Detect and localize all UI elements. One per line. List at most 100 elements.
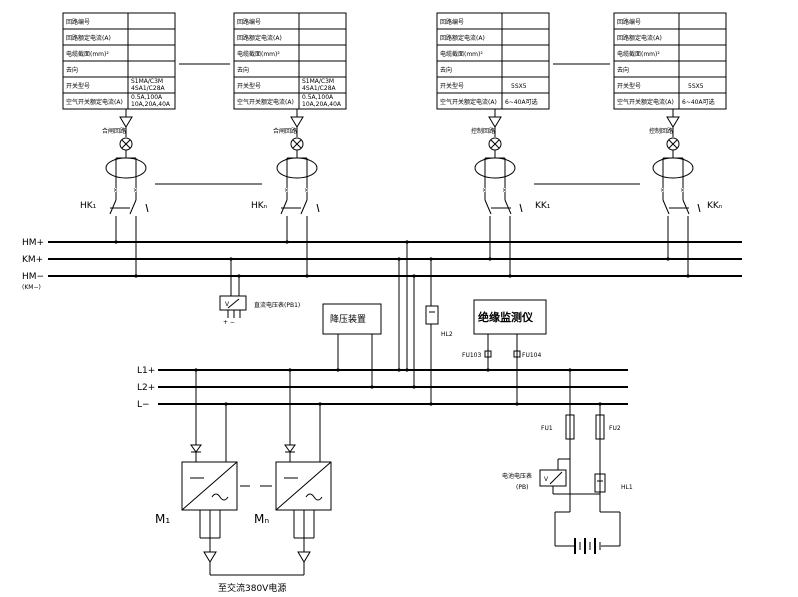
svg-text:V: V	[544, 476, 549, 483]
svg-text:×: ×	[502, 187, 507, 194]
feeder-name: 合闸回路	[273, 127, 297, 135]
feeder-2: × × 合闸回路 HKₙ	[251, 109, 320, 276]
table-label: 去向	[66, 66, 78, 74]
switch-label: HKₙ	[251, 201, 268, 211]
svg-text:×: ×	[482, 187, 487, 194]
diode-icon	[284, 444, 296, 453]
table-value: 6~40A可选	[505, 98, 538, 106]
insulation-label: 绝缘监测仪	[478, 310, 534, 324]
feeder-name: 控制回路	[471, 127, 495, 135]
current-transformer-icon	[105, 157, 147, 179]
feeder-name: 合闸回路	[102, 127, 126, 135]
dc-voltmeter: V + − 直流电压表(PB1)	[219, 259, 300, 326]
table-label: 回路额定电流(A)	[66, 34, 111, 42]
svg-text:×: ×	[304, 187, 309, 194]
switch-label: KK₁	[535, 201, 551, 211]
bus-label: HM−	[22, 272, 44, 282]
battery-voltmeter-label: 电池电压表	[502, 472, 532, 480]
dc-voltmeter-label: 直流电压表(PB1)	[254, 301, 300, 309]
table-label: 去向	[440, 66, 452, 74]
step-down-device: 降压装置	[322, 242, 415, 387]
pb-label: (PB)	[516, 484, 528, 491]
table-value: 5SX5	[688, 83, 704, 90]
table-label: 开关型号	[237, 82, 261, 90]
table-label: 空气开关额定电流(A)	[617, 98, 674, 106]
info-table-4: 回路编号 回路额定电流(A) 电缆截面(mm)² 去向 开关型号 空气开关额定电…	[613, 12, 727, 110]
breaker-switch-icon	[662, 199, 670, 215]
feeder-name: 控制回路	[649, 127, 673, 135]
svg-text:×: ×	[113, 187, 118, 194]
table-label: 回路额定电流(A)	[237, 34, 282, 42]
hl2-label: HL2	[441, 331, 453, 338]
voltmeter-icon	[219, 295, 247, 311]
table-label: 电缆截面(mm)²	[440, 50, 483, 58]
bus-note: (KM−)	[22, 284, 41, 291]
table-label: 开关型号	[617, 82, 641, 90]
svg-text:×: ×	[284, 187, 289, 194]
table-label: 开关型号	[66, 82, 90, 90]
lamp-icon	[594, 473, 606, 493]
current-transformer-icon	[474, 157, 516, 179]
switch-label: HK₁	[80, 201, 97, 211]
hl2-lamp: HL2	[425, 259, 453, 404]
insulation-monitor: 绝缘监测仪 FU103 FU104	[462, 299, 547, 404]
junction-dots	[114, 240, 690, 406]
svg-text:+ −: + −	[223, 319, 235, 326]
bus-label: HM+	[22, 238, 44, 248]
table-value: 6~40A可选	[682, 98, 715, 106]
module-n: Mₙ	[254, 370, 332, 575]
table-label: 回路额定电流(A)	[617, 34, 662, 42]
table-label: 电缆截面(mm)²	[66, 50, 109, 58]
bus-label: L2+	[137, 383, 155, 393]
module-1: M₁	[155, 370, 238, 575]
info-table-1: 回路编号 回路额定电流(A) 电缆截面(mm)² 去向 开关型号 空气开关额定电…	[62, 12, 176, 110]
battery-icon	[574, 538, 601, 554]
hl1-label: HL1	[621, 484, 633, 491]
table-label: 回路编号	[440, 18, 464, 26]
fu1-label: FU1	[541, 425, 553, 432]
current-transformer-icon	[652, 157, 694, 179]
feeder-3: × × 控制回路 KK₁	[471, 109, 551, 276]
table-label: 回路额定电流(A)	[440, 34, 485, 42]
svg-text:V: V	[225, 301, 230, 308]
breaker-switch-icon	[484, 199, 492, 215]
breaker-switch-icon	[280, 199, 288, 215]
table-label: 空气开关额定电流(A)	[237, 98, 294, 106]
module-label: M₁	[155, 512, 170, 526]
svg-text:×: ×	[133, 187, 138, 194]
table-label: 空气开关额定电流(A)	[440, 98, 497, 106]
step-down-label: 降压装置	[330, 313, 366, 325]
fu103-label: FU103	[462, 352, 481, 359]
table-label: 回路编号	[617, 18, 641, 26]
info-table-2: 回路编号 回路额定电流(A) 电缆截面(mm)² 去向 开关型号 空气开关额定电…	[233, 12, 347, 110]
table-label: 回路编号	[66, 18, 90, 26]
feeder-1: × × 合闸回路 HK₁	[80, 109, 149, 276]
diode-icon	[190, 444, 202, 453]
current-transformer-icon	[276, 157, 318, 179]
fu104-label: FU104	[522, 352, 541, 359]
feeder-4: × × 控制回路 KKₙ	[649, 109, 723, 276]
lamp-icon	[425, 305, 439, 325]
switch-label: KKₙ	[707, 201, 723, 211]
svg-text:×: ×	[680, 187, 685, 194]
breaker-switch-icon	[109, 199, 117, 215]
table-label: 电缆截面(mm)²	[237, 50, 280, 58]
module-label: Mₙ	[254, 512, 269, 526]
ac-input-label: 至交流380V电源	[218, 582, 286, 594]
bus-label: L−	[137, 400, 150, 410]
table-label: 回路编号	[237, 18, 261, 26]
fu2-label: FU2	[609, 425, 621, 432]
bus-label: L1+	[137, 366, 155, 376]
table-label: 去向	[617, 66, 629, 74]
table-label: 去向	[237, 66, 249, 74]
table-label: 电缆截面(mm)²	[617, 50, 660, 58]
table-label: 开关型号	[440, 82, 464, 90]
svg-text:×: ×	[660, 187, 665, 194]
info-table-3: 回路编号 回路额定电流(A) 电缆截面(mm)² 去向 开关型号 空气开关额定电…	[436, 12, 550, 110]
bus-label: KM+	[22, 255, 43, 265]
table-value: 5SX5	[511, 83, 527, 90]
table-label: 空气开关额定电流(A)	[66, 98, 123, 106]
